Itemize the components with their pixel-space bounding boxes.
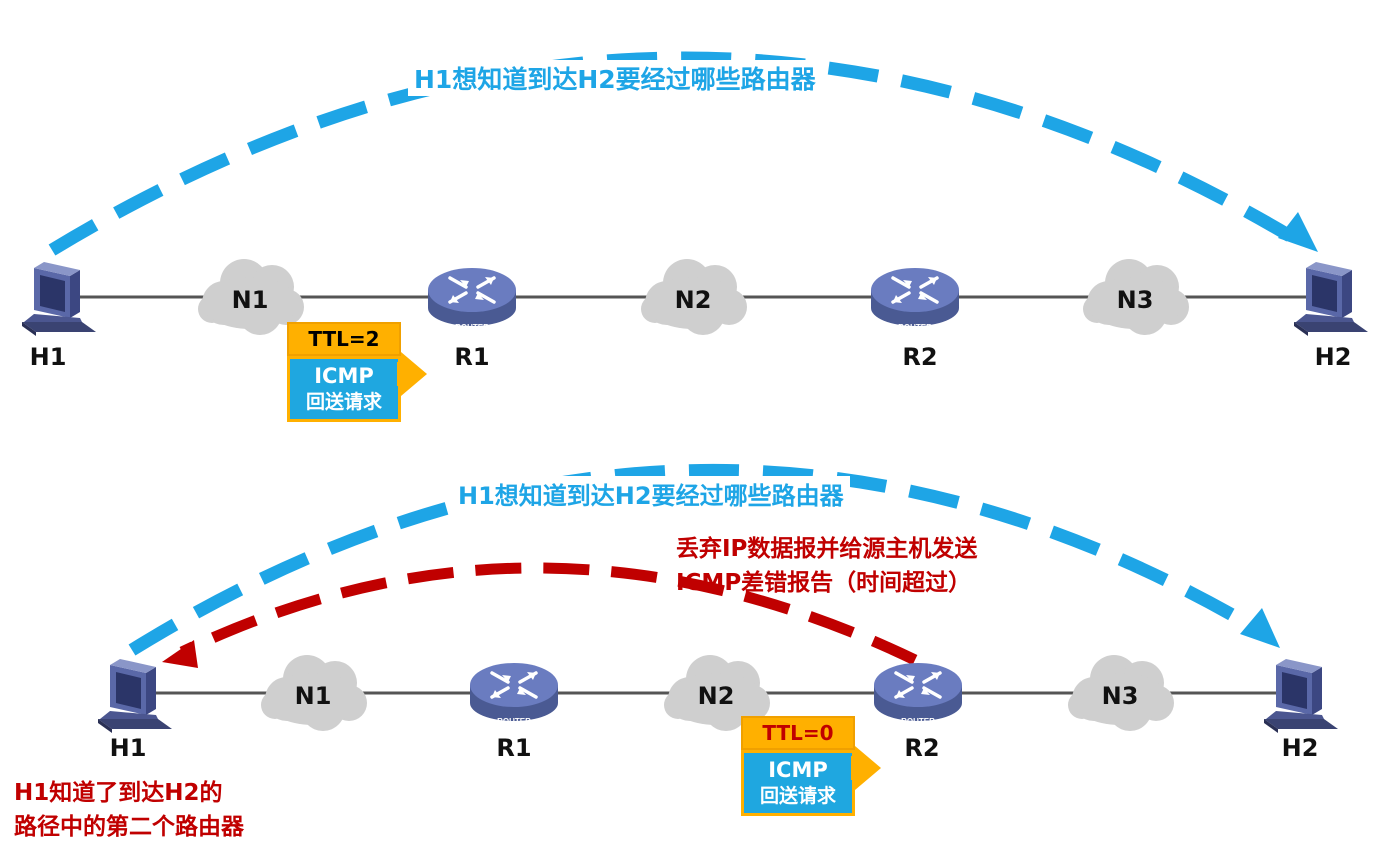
network-label-n3: N3	[1116, 286, 1154, 314]
router-label-r2: R2	[904, 734, 940, 762]
query-arrowhead	[1278, 212, 1318, 252]
network-label-n3: N3	[1101, 682, 1139, 710]
echo-request-label: 回送请求	[305, 391, 382, 413]
result-note: H1知道了到达H2的 路径中的第二个路由器	[14, 776, 244, 844]
router-label-r2: R2	[902, 343, 938, 371]
ttl-field: TTL=0	[741, 716, 855, 750]
icmp-body: ICMP 回送请求	[741, 750, 855, 816]
pc-icon-h2	[1264, 659, 1338, 733]
icmp-label: ICMP	[768, 758, 828, 782]
pc-icon-h1	[98, 659, 172, 733]
router-text: ROUTER	[898, 323, 932, 332]
router-icon-r2	[872, 661, 964, 723]
packet-direction-arrow	[401, 352, 427, 396]
icmp-label: ICMP	[314, 364, 374, 388]
result-note-line2: 路径中的第二个路由器	[14, 814, 244, 840]
error-report-arc	[179, 562, 918, 665]
query-arrowhead	[1240, 608, 1280, 648]
echo-request-label: 回送请求	[759, 785, 836, 807]
host-label-h2: H2	[1314, 343, 1352, 371]
ttl-field: TTL=2	[287, 322, 401, 356]
router-icon-r2	[869, 266, 961, 328]
error-report-arrowhead	[162, 640, 198, 668]
router-text: ROUTER	[455, 323, 489, 332]
query-arc	[128, 464, 1266, 656]
discard-note-line1: 丢弃IP数据报并给源主机发送	[676, 536, 978, 562]
panel2-title: H1想知道到达H2要经过哪些路由器	[452, 476, 850, 511]
pc-icon-h2	[1294, 262, 1368, 336]
router-icon-r1	[426, 266, 518, 328]
pc-icon-h1	[22, 262, 96, 336]
host-label-h1: H1	[29, 343, 67, 371]
router-text: ROUTER	[901, 717, 935, 726]
host-label-h1: H1	[109, 734, 147, 762]
router-text: ROUTER	[497, 717, 531, 726]
discard-note-line2: ICMP差错报告（时间超过）	[676, 570, 972, 596]
query-arc	[48, 51, 1304, 256]
network-label-n2: N2	[674, 286, 712, 314]
host-label-h2: H2	[1281, 734, 1319, 762]
router-label-r1: R1	[496, 734, 532, 762]
network-label-n1: N1	[294, 682, 332, 710]
router-label-r1: R1	[454, 343, 490, 371]
network-label-n2: N2	[697, 682, 735, 710]
panel1-title: H1想知道到达H2要经过哪些路由器	[408, 60, 822, 96]
network-label-n1: N1	[231, 286, 269, 314]
discard-note: 丢弃IP数据报并给源主机发送 ICMP差错报告（时间超过）	[676, 532, 977, 600]
result-note-line1: H1知道了到达H2的	[14, 780, 223, 806]
router-icon-r1	[468, 661, 560, 723]
packet-direction-arrow	[855, 746, 881, 790]
icmp-body: ICMP 回送请求	[287, 356, 401, 422]
